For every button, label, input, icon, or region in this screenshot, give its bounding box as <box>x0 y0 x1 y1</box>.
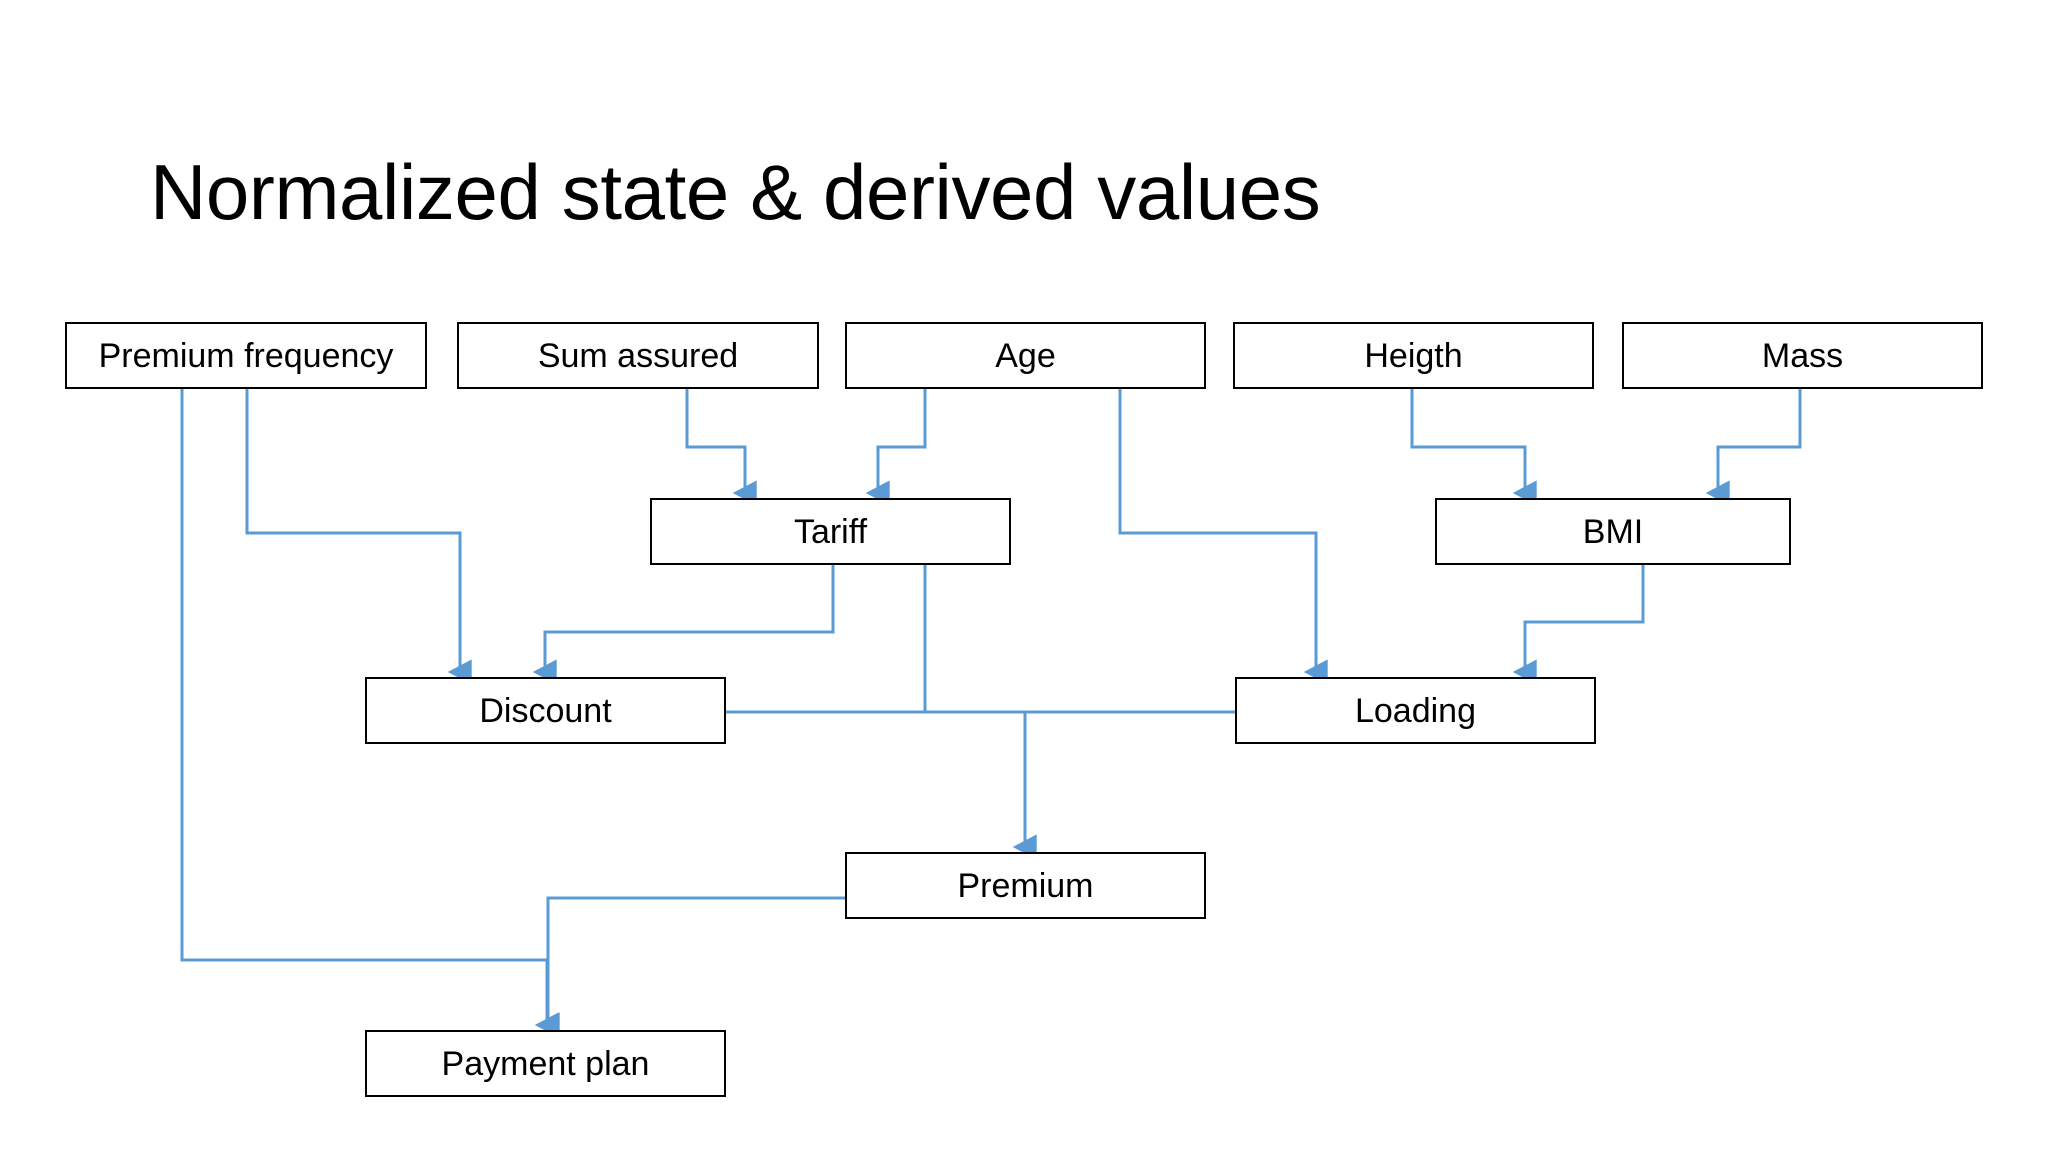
node-mass[interactable]: Mass <box>1622 322 1983 389</box>
node-label: Mass <box>1761 336 1844 375</box>
node-discount[interactable]: Discount <box>365 677 726 744</box>
connector-tariff-to-premium <box>923 565 1037 860</box>
node-label: Sum assured <box>537 336 739 375</box>
connector-sum-assured-to-tariff <box>685 389 757 506</box>
node-payment-plan[interactable]: Payment plan <box>365 1030 726 1097</box>
node-label: Payment plan <box>441 1044 650 1083</box>
node-label: Premium <box>957 866 1094 905</box>
connector-premium-to-payment-plan <box>535 896 845 1038</box>
page-title: Normalized state & derived values <box>150 148 1321 237</box>
node-age[interactable]: Age <box>845 322 1206 389</box>
node-premium[interactable]: Premium <box>845 852 1206 919</box>
connector-heigth-to-bmi <box>1410 389 1537 506</box>
node-label: Discount <box>479 691 612 730</box>
node-label: Tariff <box>793 512 868 551</box>
connector-age-to-tariff <box>865 389 927 506</box>
node-loading[interactable]: Loading <box>1235 677 1596 744</box>
node-label: Premium frequency <box>98 336 394 375</box>
connector-bmi-to-loading <box>1512 565 1645 685</box>
node-label: Loading <box>1354 691 1476 730</box>
node-label: Heigth <box>1364 336 1463 375</box>
node-label: BMI <box>1582 512 1644 551</box>
node-tariff[interactable]: Tariff <box>650 498 1011 565</box>
connector-premium-frequency-to-discount <box>245 389 472 685</box>
node-label: Age <box>995 336 1056 375</box>
node-premium-frequency[interactable]: Premium frequency <box>65 322 427 389</box>
node-bmi[interactable]: BMI <box>1435 498 1791 565</box>
connector-age-to-loading <box>1118 389 1328 685</box>
node-sum-assured[interactable]: Sum assured <box>457 322 819 389</box>
connector-tariff-to-discount <box>532 565 835 685</box>
node-heigth[interactable]: Heigth <box>1233 322 1594 389</box>
connector-mass-to-bmi <box>1705 389 1802 506</box>
